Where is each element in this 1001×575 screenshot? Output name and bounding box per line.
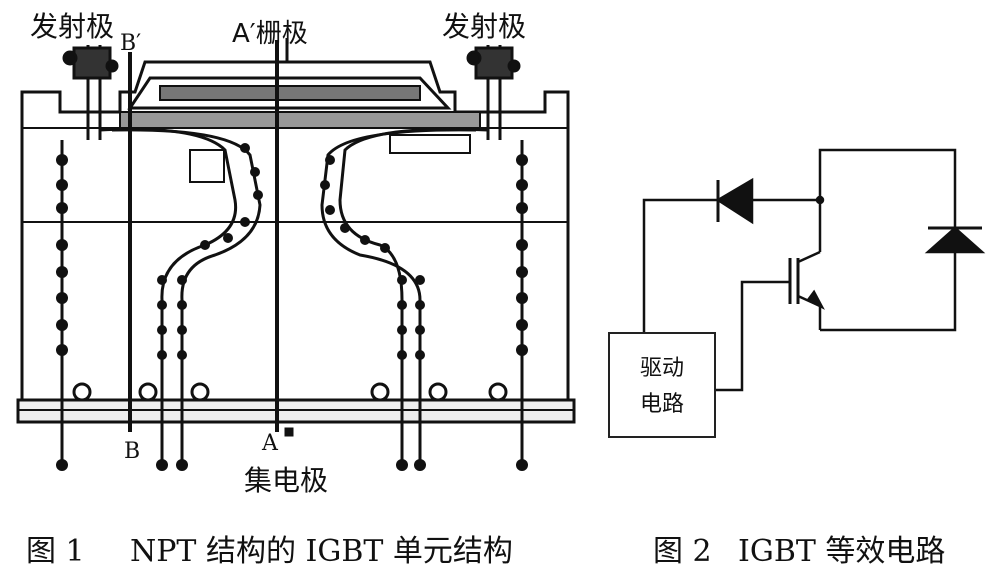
label-a: A — [261, 431, 279, 456]
emitter-contact-left — [62, 45, 119, 140]
wire-top-rail — [818, 148, 957, 332]
label-emitter-left: 发射极 — [30, 10, 114, 43]
oxide-band — [119, 111, 481, 129]
bottom-carrier-marks — [72, 382, 508, 402]
series-diode — [715, 177, 754, 225]
igbt-equivalent-circuit — [642, 148, 986, 392]
figure2-caption-number: 图 2 — [653, 534, 712, 569]
igbt-collector-diag — [797, 250, 821, 264]
flow-path-left-2 — [111, 128, 262, 460]
igbt-cell-structure — [16, 38, 576, 470]
label-a-prime-gate: A′栅极 — [232, 19, 308, 49]
gate-hatched-region — [159, 85, 421, 101]
gate-plate — [127, 76, 452, 110]
carrier-dots — [56, 143, 528, 471]
label-b: B — [124, 439, 140, 464]
p-well-left-box — [189, 149, 225, 183]
driver-circuit-box: 驱动 电路 — [608, 332, 716, 438]
igbt-emitter-arrow — [806, 289, 825, 310]
figure1-caption-title: NPT 结构的 IGBT 单元结构 — [130, 534, 513, 569]
label-collector: 集电极 — [244, 464, 328, 497]
driver-label-line1: 驱动 — [639, 356, 684, 381]
label-b-prime: B′ — [120, 31, 141, 56]
parallel-diode — [924, 226, 986, 254]
wire-driver-to-diode — [642, 198, 718, 332]
flow-path-right-2 — [320, 128, 477, 460]
label-emitter-right: 发射极 — [442, 10, 526, 43]
figure2-caption-title: IGBT 等效电路 — [738, 534, 946, 569]
driver-label-line2: 电路 — [639, 392, 684, 417]
wire-gate-to-driver — [716, 280, 790, 392]
figure1-caption-number: 图 1 — [26, 534, 85, 569]
collector-terminal — [284, 427, 294, 437]
p-well-right-box — [389, 134, 471, 154]
emitter-contact-right — [466, 45, 521, 140]
